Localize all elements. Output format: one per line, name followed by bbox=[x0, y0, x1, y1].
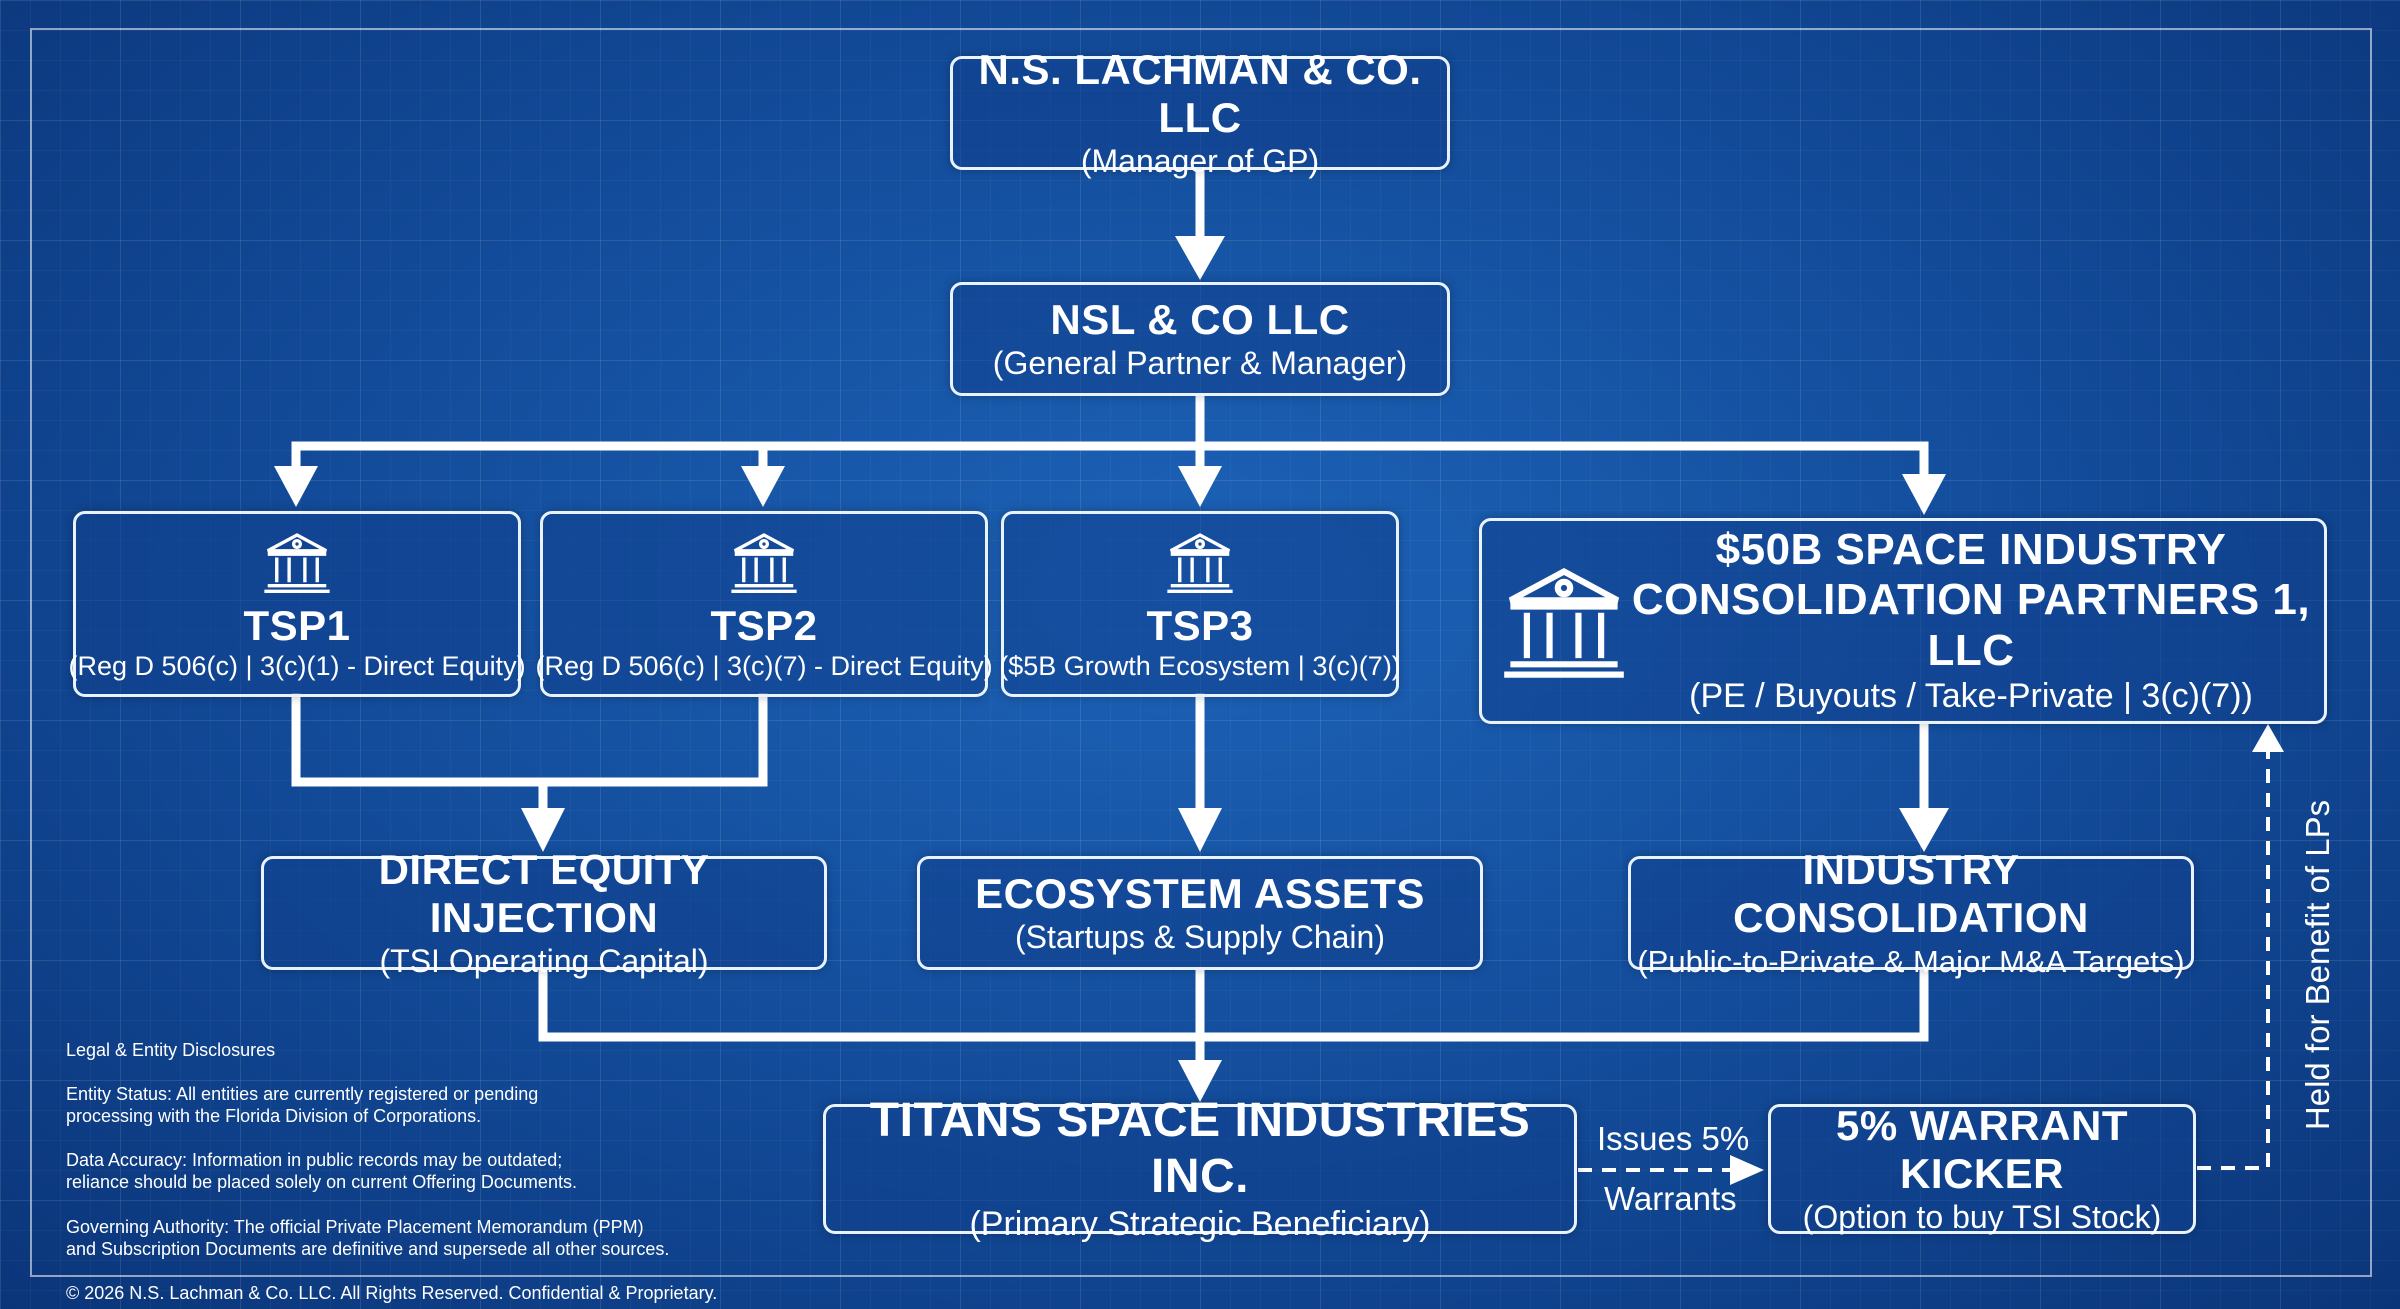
ecosystem-assets-box: ECOSYSTEM ASSETS (Startups & Supply Chai… bbox=[917, 856, 1483, 970]
tsp1-box: TSP1 (Reg D 506(c) | 3(c)(1) - Direct Eq… bbox=[68, 511, 526, 697]
held-for-lps-label: Held for Benefit of LPs bbox=[2299, 799, 2336, 1131]
disclosures-heading: Legal & Entity Disclosures bbox=[66, 1040, 276, 1060]
warrant-kicker-subtitle: (Option to buy TSI Stock) bbox=[1802, 1199, 2162, 1236]
copyright-footer: © 2026 N.S. Lachman & Co. LLC. All Right… bbox=[66, 1283, 718, 1303]
tsp2-subtitle: (Reg D 506(c) | 3(c)(7) - Direct Equity) bbox=[535, 650, 993, 681]
disclosure-data-accuracy-line2: reliance should be placed solely on curr… bbox=[66, 1172, 577, 1192]
nsl-box: NSL & CO LLC (General Partner & Manager) bbox=[950, 282, 1450, 396]
tsp3-subtitle: ($5B Growth Ecosystem | 3(c)(7)) bbox=[999, 650, 1401, 681]
ecosystem-assets-title: ECOSYSTEM ASSETS bbox=[975, 869, 1425, 917]
disclosure-data-accuracy-line1: Data Accuracy: Information in public rec… bbox=[66, 1150, 563, 1170]
titans-box: TITANS SPACE INDUSTRIES INC. (Primary St… bbox=[823, 1094, 1577, 1243]
tsp1-subtitle: (Reg D 506(c) | 3(c)(1) - Direct Equity) bbox=[68, 650, 526, 681]
tsp3-box: TSP3 ($5B Growth Ecosystem | 3(c)(7)) bbox=[999, 511, 1401, 697]
disclosure-governing-authority-line2: and Subscription Documents are definitiv… bbox=[66, 1239, 670, 1259]
tsp1-title: TSP1 bbox=[243, 601, 351, 649]
nsl-subtitle: (General Partner & Manager) bbox=[992, 344, 1408, 381]
disclosure-governing-authority-line1: Governing Authority: The official Privat… bbox=[66, 1217, 644, 1237]
direct-equity-subtitle: (TSI Operating Capital) bbox=[379, 943, 709, 980]
bank-building-icon bbox=[1167, 532, 1233, 593]
industry-consolidation-subtitle: (Public-to-Private & Major M&A Targets) bbox=[1637, 943, 2185, 979]
disclosure-entity-status-line2: processing with the Florida Division of … bbox=[66, 1106, 482, 1126]
bank-building-icon bbox=[264, 532, 330, 593]
consolidation-partners-title-line2: CONSOLIDATION PARTNERS 1, LLC bbox=[1631, 575, 2311, 675]
diagram-frame bbox=[30, 28, 2372, 1277]
lachman-box: N.S. LACHMAN & CO. LLC (Manager of GP) bbox=[950, 46, 1450, 179]
consolidation-partners-box: $50B SPACE INDUSTRY CONSOLIDATION PARTNE… bbox=[1479, 518, 2327, 724]
industry-consolidation-box: INDUSTRY CONSOLIDATION (Public-to-Privat… bbox=[1628, 846, 2194, 979]
ecosystem-assets-subtitle: (Startups & Supply Chain) bbox=[1015, 918, 1385, 955]
titans-title: TITANS SPACE INDUSTRIES INC. bbox=[869, 1094, 1531, 1203]
warrant-kicker-box: 5% WARRANT KICKER (Option to buy TSI Sto… bbox=[1768, 1101, 2196, 1236]
issues-warrants-label-line1: Issues 5% bbox=[1597, 1120, 1750, 1157]
lachman-subtitle: (Manager of GP) bbox=[1080, 143, 1320, 180]
tsp2-title: TSP2 bbox=[710, 601, 818, 649]
consolidation-partners-subtitle: (PE / Buyouts / Take-Private | 3(c)(7)) bbox=[1689, 677, 2253, 716]
warrant-kicker-title: 5% WARRANT KICKER bbox=[1835, 1101, 2128, 1197]
direct-equity-box: DIRECT EQUITY INJECTION (TSI Operating C… bbox=[261, 846, 827, 979]
disclosure-entity-status-line1: Entity Status: All entities are currentl… bbox=[66, 1084, 539, 1104]
titans-subtitle: (Primary Strategic Beneficiary) bbox=[969, 1204, 1431, 1243]
nsl-title: NSL & CO LLC bbox=[1050, 295, 1350, 343]
bank-building-icon bbox=[731, 532, 797, 593]
industry-consolidation-title: INDUSTRY CONSOLIDATION bbox=[1733, 846, 2089, 942]
tsp3-title: TSP3 bbox=[1146, 601, 1254, 649]
consolidation-partners-title-line1: $50B SPACE INDUSTRY bbox=[1715, 524, 2227, 574]
issues-warrants-label-line2: Warrants bbox=[1604, 1180, 1737, 1217]
direct-equity-title: DIRECT EQUITY INJECTION bbox=[378, 845, 710, 941]
bank-building-icon bbox=[1504, 567, 1624, 678]
lachman-title: N.S. LACHMAN & CO. LLC bbox=[978, 45, 1422, 141]
tsp2-box: TSP2 (Reg D 506(c) | 3(c)(7) - Direct Eq… bbox=[535, 511, 993, 697]
